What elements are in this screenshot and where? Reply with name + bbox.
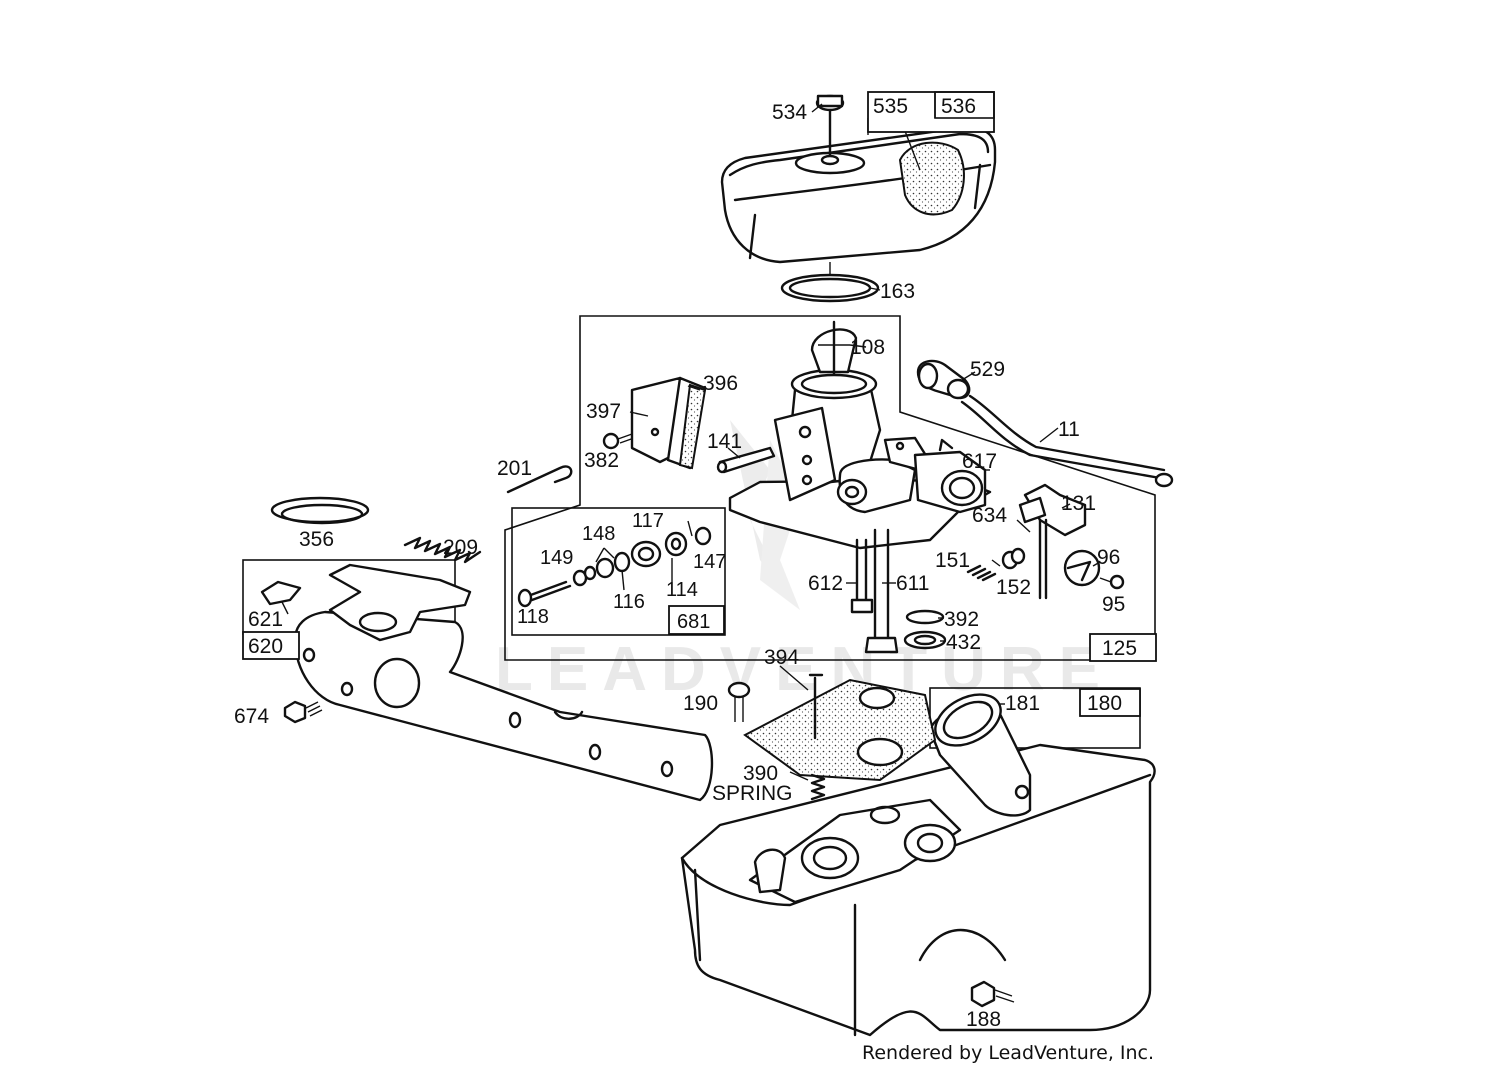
air-filter-element xyxy=(898,141,965,216)
label-180: 180 xyxy=(1087,692,1122,715)
fuel-pickup-181 xyxy=(928,693,1032,817)
wing-nut-screw xyxy=(815,94,845,166)
label-188: 188 xyxy=(966,1008,1001,1031)
needle-kit-frame-681 xyxy=(511,507,726,636)
emulsion-tube-611 xyxy=(864,528,899,654)
float-pin-201 xyxy=(506,465,573,494)
needle-kit-parts xyxy=(517,526,712,608)
label-190: 190 xyxy=(683,692,718,715)
spring-390 xyxy=(810,773,826,801)
credit-text: Rendered by LeadVenture, Inc. xyxy=(862,1042,1155,1064)
label-181: 181 xyxy=(1005,692,1040,715)
label-209: 209 xyxy=(443,536,478,559)
gasket-163 xyxy=(780,262,880,303)
label-396: 396 xyxy=(703,372,738,395)
label-394: 394 xyxy=(764,646,799,669)
label-117: 117 xyxy=(632,510,664,532)
callout-labels: 534 535 536 163 108 529 11 396 397 382 1… xyxy=(234,95,1137,1031)
box-535-536 xyxy=(867,91,995,133)
label-11: 11 xyxy=(1058,418,1080,441)
label-356: 356 xyxy=(299,528,334,551)
screw-95 xyxy=(1099,574,1125,590)
label-141: 141 xyxy=(707,430,742,453)
label-95: 95 xyxy=(1102,593,1125,616)
label-621: 621 xyxy=(248,608,283,631)
label-681: 681 xyxy=(677,611,710,633)
box-681 xyxy=(668,605,725,635)
washers-392-432 xyxy=(903,609,947,650)
choke-valve-108 xyxy=(810,320,858,376)
label-612: 612 xyxy=(808,572,843,595)
gasket-394 xyxy=(743,673,937,782)
label-125: 125 xyxy=(1102,637,1137,660)
box-536 xyxy=(934,91,995,119)
screw-190 xyxy=(727,681,751,722)
label-spring: SPRING xyxy=(712,782,793,805)
float-397-396 xyxy=(630,376,707,470)
label-611: 611 xyxy=(896,572,929,595)
label-163: 163 xyxy=(880,280,915,303)
label-534: 534 xyxy=(772,101,807,124)
idle-screw-382 xyxy=(602,432,635,450)
label-529: 529 xyxy=(970,358,1005,381)
label-131: 131 xyxy=(1061,492,1096,515)
label-536: 536 xyxy=(941,95,976,118)
label-432: 432 xyxy=(946,631,981,654)
watermark-text: LEADVENTURE xyxy=(495,635,1114,704)
spring-209 xyxy=(403,536,482,564)
spring-356 xyxy=(270,496,370,525)
label-392: 392 xyxy=(944,608,979,631)
label-674: 674 xyxy=(234,705,269,728)
label-96: 96 xyxy=(1097,546,1120,569)
label-382: 382 xyxy=(584,449,619,472)
screw-612 xyxy=(850,538,874,614)
throttle-plate-96 xyxy=(1063,549,1101,587)
fuel-inlet-617 xyxy=(913,438,987,514)
fuel-line-11 xyxy=(960,394,1174,488)
fuel-tank xyxy=(680,743,1156,1037)
label-617: 617 xyxy=(962,450,997,473)
label-151: 151 xyxy=(935,549,970,572)
label-390: 390 xyxy=(743,762,778,785)
label-118: 118 xyxy=(517,606,549,628)
label-634: 634 xyxy=(972,504,1007,527)
label-620: 620 xyxy=(248,635,283,658)
elbow-fitting-529 xyxy=(916,359,971,400)
clip-621 xyxy=(260,580,302,606)
label-535: 535 xyxy=(873,95,908,118)
label-147: 147 xyxy=(693,551,726,573)
label-116: 116 xyxy=(613,591,645,613)
bolt-674 xyxy=(283,700,323,724)
control-bracket xyxy=(293,563,714,802)
box-620 xyxy=(242,631,300,660)
throttle-shaft-141 xyxy=(716,446,776,474)
label-397: 397 xyxy=(586,400,621,423)
needle-valve-151-152 xyxy=(966,547,1026,582)
label-152: 152 xyxy=(996,576,1031,599)
label-114: 114 xyxy=(666,579,698,601)
box-125 xyxy=(1089,633,1157,662)
label-148: 148 xyxy=(582,523,615,545)
label-108: 108 xyxy=(850,336,885,359)
throttle-lever-131 xyxy=(1018,483,1087,600)
box-180 xyxy=(1079,688,1141,717)
bolt-188 xyxy=(970,980,1015,1008)
label-201: 201 xyxy=(497,457,532,480)
label-149: 149 xyxy=(540,547,573,569)
